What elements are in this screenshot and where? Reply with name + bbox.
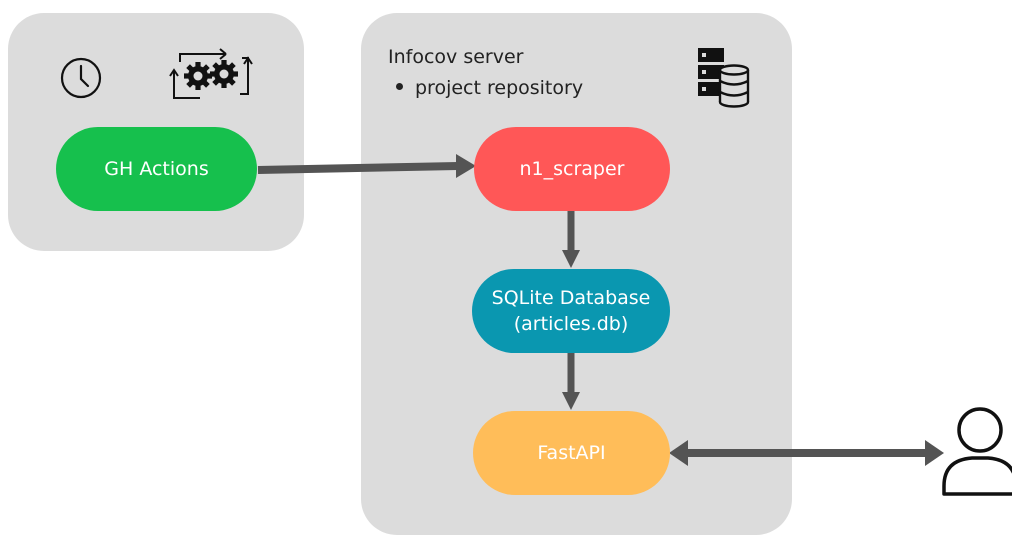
n1-scraper-label: n1_scraper [519, 158, 625, 180]
arrowhead-db [562, 250, 580, 268]
arrow-gh-to-scraper [257, 162, 459, 174]
server-bullet-item: project repository [396, 77, 583, 99]
sqlite-database-label: SQLite Database (articles.db) [491, 287, 651, 335]
sqlite-database-node: SQLite Database (articles.db) [472, 269, 670, 353]
arrowhead-api-left [669, 440, 688, 466]
fastapi-node: FastAPI [473, 411, 670, 495]
gh-actions-node: GH Actions [56, 127, 257, 211]
gh-actions-label: GH Actions [104, 158, 209, 180]
arrowhead-scraper [456, 154, 476, 178]
bullet-text: project repository [415, 77, 584, 99]
clock-icon [60, 57, 102, 99]
user-icon [942, 407, 1012, 496]
server-database-icon [698, 48, 750, 108]
arrowhead-user-right [925, 440, 944, 466]
gears-cycle-icon [169, 48, 253, 99]
fastapi-label: FastAPI [537, 442, 606, 464]
server-title: Infocov server [388, 46, 524, 68]
bullet-dot [396, 83, 403, 90]
arrowhead-api [562, 392, 580, 410]
n1-scraper-node: n1_scraper [474, 127, 670, 211]
